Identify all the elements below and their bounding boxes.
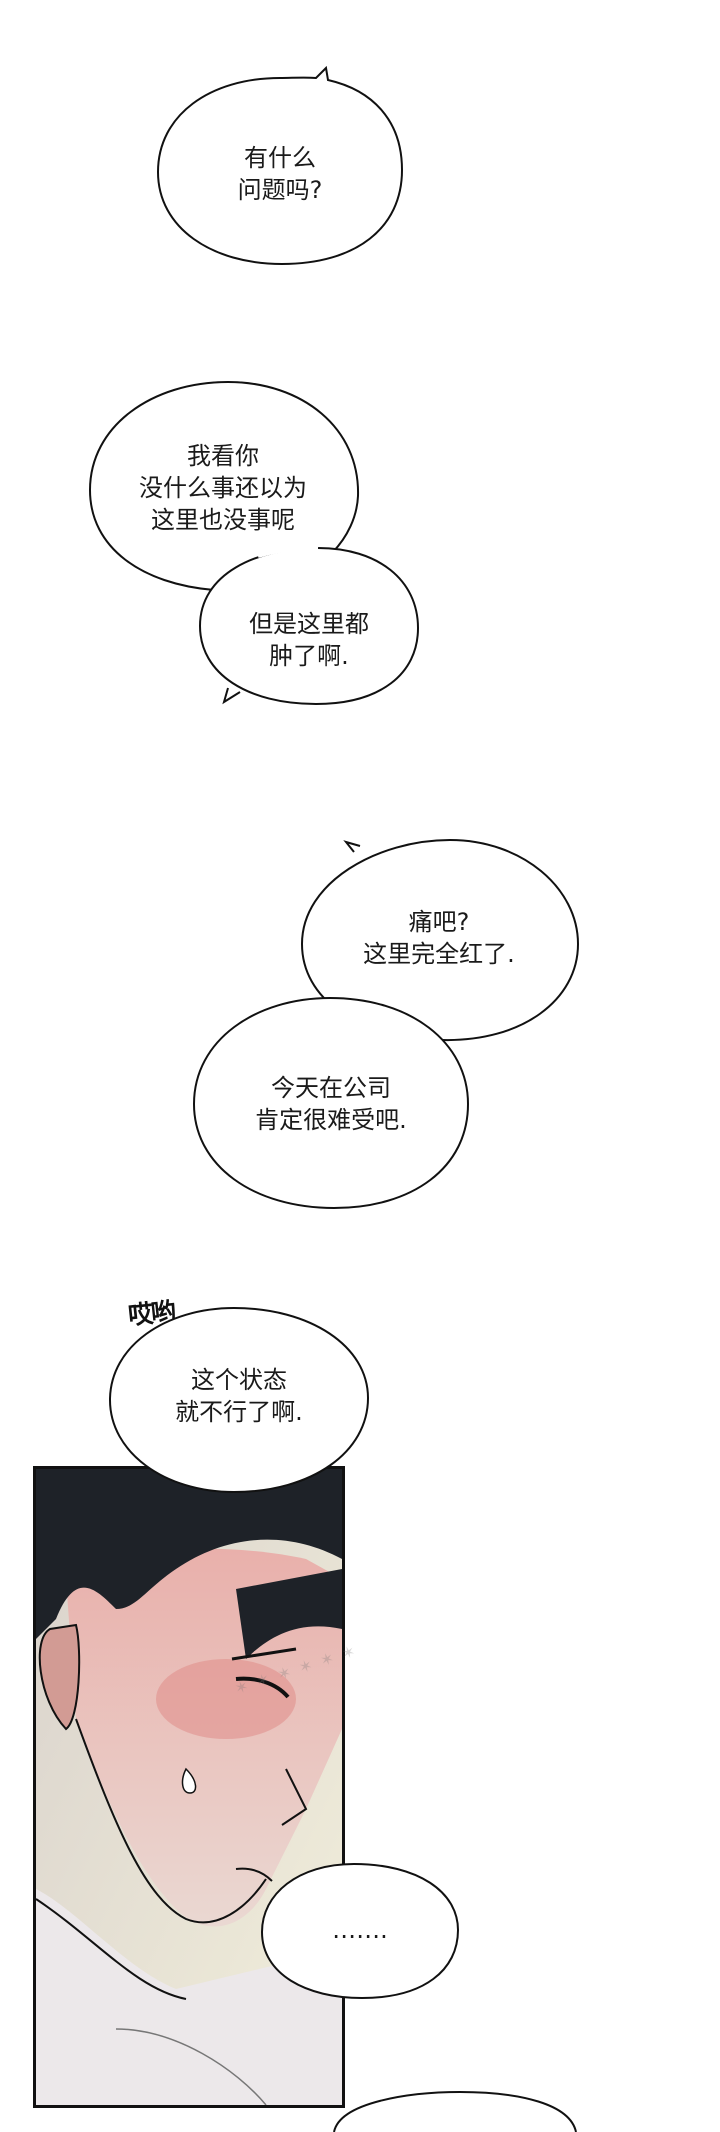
character-illustration: [36, 1469, 342, 2105]
speech-bubble-text: 今天在公司 肯定很难受吧.: [255, 1074, 407, 1134]
speech-bubble-7: …….: [258, 1858, 462, 2006]
speech-bubble-text: 痛吧? 这里完全红了.: [363, 908, 515, 968]
speech-bubble-outline: [260, 1862, 460, 2000]
speech-bubble-5: 今天在公司 肯定很难受吧.: [190, 990, 472, 1214]
speech-bubble-2: 我看你 没什么事还以为 这里也没事呢: [88, 378, 420, 708]
speech-bubble-text: 我看你 没什么事还以为 这里也没事呢: [139, 442, 307, 534]
speech-bubble-text: 有什么 问题吗?: [237, 144, 323, 204]
comic-panel: [33, 1466, 345, 2108]
speech-bubble-outline: [108, 1306, 370, 1494]
speech-bubble-6: 这个状态 就不行了啊.: [106, 1300, 372, 1496]
speech-bubble-text: …….: [332, 1916, 388, 1944]
speech-bubble-4: 痛吧? 这里完全红了.: [296, 826, 582, 1048]
speech-bubble-outline: [333, 2090, 577, 2132]
speech-bubble-partial: [330, 2090, 580, 2132]
speech-bubble-text: 这个状态 就不行了啊.: [175, 1366, 303, 1426]
speech-bubble-text: 但是这里都 肿了啊.: [249, 610, 369, 670]
speech-bubble-1: 有什么 问题吗?: [150, 60, 410, 272]
speech-bubble-outline: [88, 380, 420, 706]
speech-bubble-3: 但是这里都 肿了啊.: [200, 600, 418, 690]
speech-bubble-outline: [192, 996, 470, 1210]
speech-bubble-outline: [156, 65, 404, 266]
